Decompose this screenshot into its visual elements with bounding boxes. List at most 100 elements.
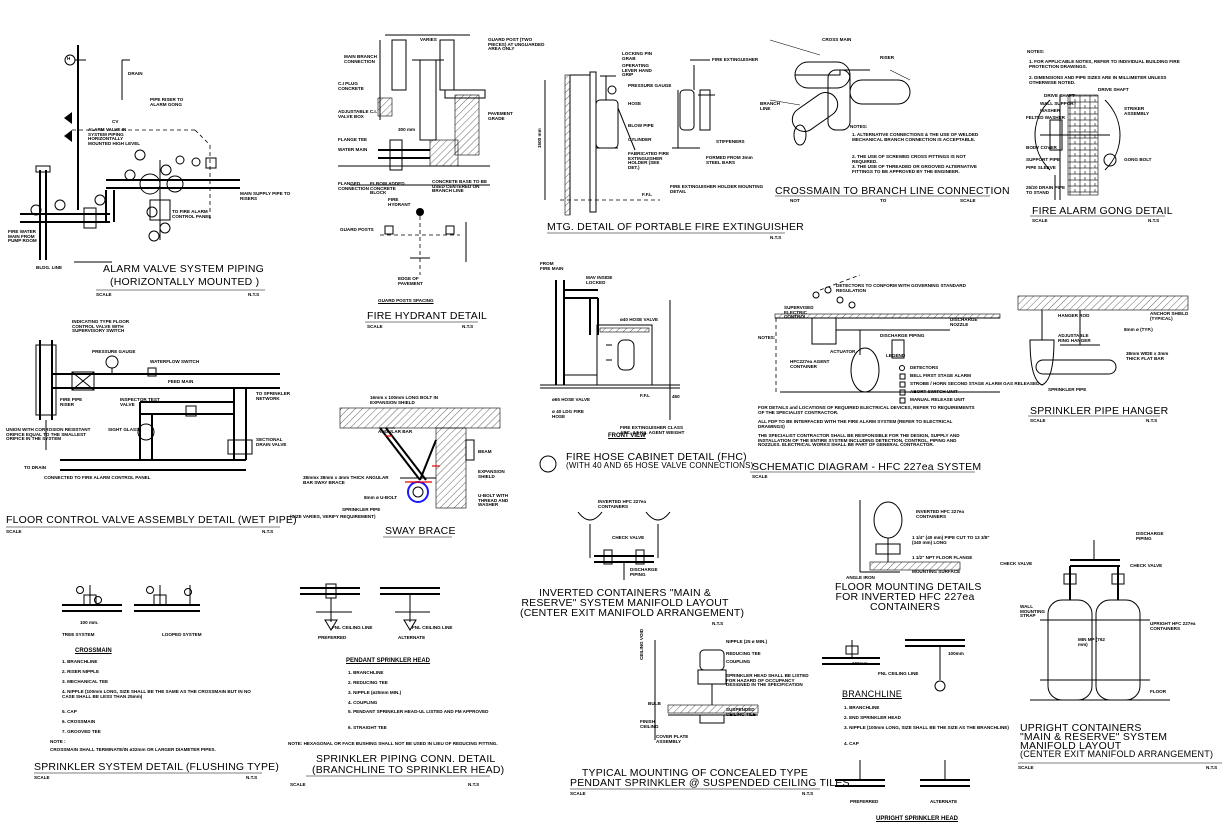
fcv-label-feed: FEED MAIN	[168, 379, 194, 384]
floor-mount-title-1: FLOOR MOUNTING DETAILS	[835, 581, 982, 593]
flushing-list-7: 7. GROOVED TEE	[62, 729, 101, 734]
upright-label-floor: FLOOR	[1150, 689, 1167, 694]
upright-containers-drawing	[1030, 540, 1170, 701]
concealed-label-bulb: BULB	[648, 701, 661, 706]
hfc-title: SCHEMATIC DIAGRAM - HFC 227ea SYSTEM	[752, 461, 982, 473]
hanger-label-flat: 38mm WIDE x 3mm THICK FLAT BAR	[1126, 351, 1169, 361]
ext-label-hose: HOSE	[628, 101, 642, 106]
inverted-nts: N.T.S	[712, 621, 724, 626]
branchline-dim-2: 100mm	[948, 651, 964, 656]
fcv-label-sectional: SECTIONAL DRAIN VALVE	[256, 437, 287, 447]
concealed-title-2: PENDANT SPRINKLER @ SUSPENDED CEILING TI…	[570, 777, 850, 789]
gong-scale: SCALE	[1032, 218, 1048, 223]
ext-label-fe: FIRE EXTINGUISHER	[712, 57, 759, 62]
concealed-label-tee: REDUCING TEE	[726, 651, 761, 656]
inverted-label-containers: INVERTED HFC 227ea CONTAINERS	[598, 499, 646, 509]
concealed-label-tile: SUSPENDED CEILING TILE	[726, 707, 756, 717]
floor-mount-title-2: FOR INVERTED HFC 227ea	[835, 591, 975, 603]
gong-label-striker: STRIKER ASSEMBLY	[1124, 106, 1150, 116]
gong-notes-heading: NOTES:	[1027, 49, 1045, 54]
fcv-label-drain: TO DRAIN	[24, 465, 47, 470]
extinguisher-title: MTG. DETAIL OF PORTABLE FIRE EXTINGUISHE…	[547, 221, 804, 233]
floor-control-scale: SCALE	[6, 529, 22, 534]
concealed-label-listed: SPRINKLER HEAD SHALL BE LISTED FOR HAZAR…	[726, 673, 809, 688]
floor-control-nts: N.T.S	[262, 529, 274, 534]
hfc-legend-4: ABORT SWITCH UNIT	[910, 389, 958, 394]
flushing-nts: N.T.S	[246, 775, 258, 780]
alarm-valve-label-drain: DRAIN	[128, 71, 143, 76]
sway-label-shield: EXPANSION SHIELD	[478, 469, 505, 479]
branchline-list-3: 3. NIPPLE (100mm LONG, SIZE SHALL BE THE…	[844, 725, 1009, 730]
pendant-conn-alternate: ALTERNATE	[398, 635, 426, 640]
pendant-ceiling-2: FNL CEILING LINE	[412, 625, 453, 630]
concealed-label-void: CEILING VOID	[639, 628, 644, 660]
alarm-valve-label-bldg: BLDG. LINE	[36, 265, 63, 270]
sway-label-ubolt: 8mm ø U-BOLT	[364, 495, 398, 500]
ext-label-pin: LOCKING PIN GRAB	[622, 51, 653, 61]
hfc-scale: SCALE	[752, 474, 768, 479]
sway-label-pipe: SPRINKLER PIPE	[342, 507, 381, 512]
gong-note-1: 1. FOR APPLICABLE NOTES, REFER TO INDIVI…	[1029, 59, 1180, 69]
inverted-label-discharge: DISCHARGE PIPING	[630, 567, 658, 577]
hfc-note-1: FOR DETAILS and LOCATIONS OF REQUIRED EL…	[758, 405, 975, 415]
hanger-label-pipe: SPRINKLER PIPE	[1048, 387, 1087, 392]
upright-label-strap: WALL MOUNTING STRAP	[1020, 604, 1046, 619]
branchline-heading: BRANCHLINE	[842, 689, 903, 699]
sway-label-brace: 38mmx 38mm x 4mm THICK ANGULAR BAR SWAY …	[303, 475, 389, 485]
hydrant-label-guard-post: GUARD POST (TWO PIECES) AT UNGUARDED ARE…	[488, 37, 545, 52]
gong-label-wall: WALL SUPPORT	[1040, 101, 1077, 106]
fcv-label-sight: SIGHT GLASS	[108, 427, 140, 432]
extinguisher-nts: N.T.S	[770, 235, 782, 240]
upright-label-containers: UPRIGHT HFC 227ea CONTAINERS	[1150, 621, 1196, 631]
gong-label-bolt: GONG BOLT	[1124, 157, 1152, 162]
upright-title-1: UPRIGHT CONTAINERS	[1020, 722, 1142, 734]
fcv-label-waterflow: WATERFLOW SWITCH	[150, 359, 200, 364]
crossmain-label-riser: RISER	[880, 55, 895, 60]
flushing-list-3: 3. MECHANICAL TEE	[62, 679, 109, 684]
alarm-valve-nts: N.T.S	[248, 292, 260, 297]
upright-head-preferred: PREFERRED	[850, 799, 879, 804]
fcv-label-gauge: PRESSURE GAUGE	[92, 349, 136, 354]
branchline-list-1: 1. BRANCHLINE	[844, 705, 880, 710]
fire-hydrant-scale: SCALE	[367, 324, 383, 329]
floor-control-drawing	[35, 340, 280, 471]
inverted-manifold-drawing	[577, 511, 671, 580]
fhc-label-450: 450	[672, 394, 680, 399]
floor-mount-title-3: CONTAINERS	[869, 601, 941, 613]
hfc-notes-label: NOTES:	[758, 335, 776, 340]
hydrant-label-plug: C.I PLUG CONCRETE	[338, 81, 364, 91]
fire-hydrant-nts: N.T.S	[462, 324, 474, 329]
extinguisher-holder-title: FIRE EXTINGUISHER HOLDER MOUNTING DETAIL	[670, 184, 764, 194]
hydrant-label-guard-posts: GUARD POSTS	[340, 227, 374, 232]
floor-mounting-drawing	[859, 500, 961, 573]
alarm-valve-label-main: FIRE WATER MAIN FROM PUMP ROOM	[8, 229, 37, 244]
gong-label-sleeve: PIPE SLEEVE	[1026, 165, 1056, 170]
alarm-valve-title: ALARM VALVE SYSTEM PIPING	[103, 263, 264, 275]
hydrant-label-300: 300 mm	[398, 127, 416, 132]
hanger-label-ring: ADJUSTABLE RING HANGER	[1058, 333, 1091, 343]
fire-hydrant-title: FIRE HYDRANT DETAIL	[367, 310, 488, 322]
fcv-label-connected: CONNECTED TO FIRE ALARM CONTROL PANEL	[44, 475, 151, 480]
fhc-label-40: ø40 HOSE VALVE	[620, 317, 659, 322]
flushing-dim-1: 100 mm.	[80, 620, 99, 625]
flushing-tree: TREE SYSTEM	[62, 632, 95, 637]
fhc-label-ffl: F.F.L	[640, 393, 650, 398]
upright-label-check-1: CHECK VALVE	[1000, 561, 1033, 566]
hanger-drawing	[1017, 295, 1189, 386]
fcv-label-riser: FIRE PIPE RISER	[60, 397, 83, 407]
fcv-label-indicating: INDICATING TYPE FLOOR CONTROL VALVE WITH…	[72, 319, 130, 334]
crossmain-label-branch: BRANCH LINE	[760, 101, 780, 111]
pendant-note: NOTE: HEXAGONAL OR FACE BUSHING SHALL NO…	[288, 741, 498, 746]
branchline-drawing	[822, 639, 970, 787]
crossmain-note-1: 1. ALTERNATIVE CONNECTIONS & THE USE OF …	[852, 132, 979, 142]
gong-drawing	[1034, 94, 1121, 200]
concealed-label-coupling: COUPLING	[726, 659, 751, 664]
hfc-label-detectors: DETECTORS TO CONFORM WITH GOVERNING STAN…	[836, 283, 966, 293]
guard-posts-spacing: GUARD POSTS SPACING	[378, 298, 434, 303]
title-underlines	[6, 195, 1222, 790]
floor-mount-label-flange: 1 1/2" NPT FLOOR FLANGE	[912, 555, 973, 560]
concealed-scale: SCALE	[570, 791, 586, 796]
alarm-valve-label-panel: TO FIRE ALARM CONTROL PANEL	[172, 209, 212, 219]
pendant-conn-subtitle: (BRANCHLINE TO SPRINKLER HEAD)	[312, 764, 505, 776]
